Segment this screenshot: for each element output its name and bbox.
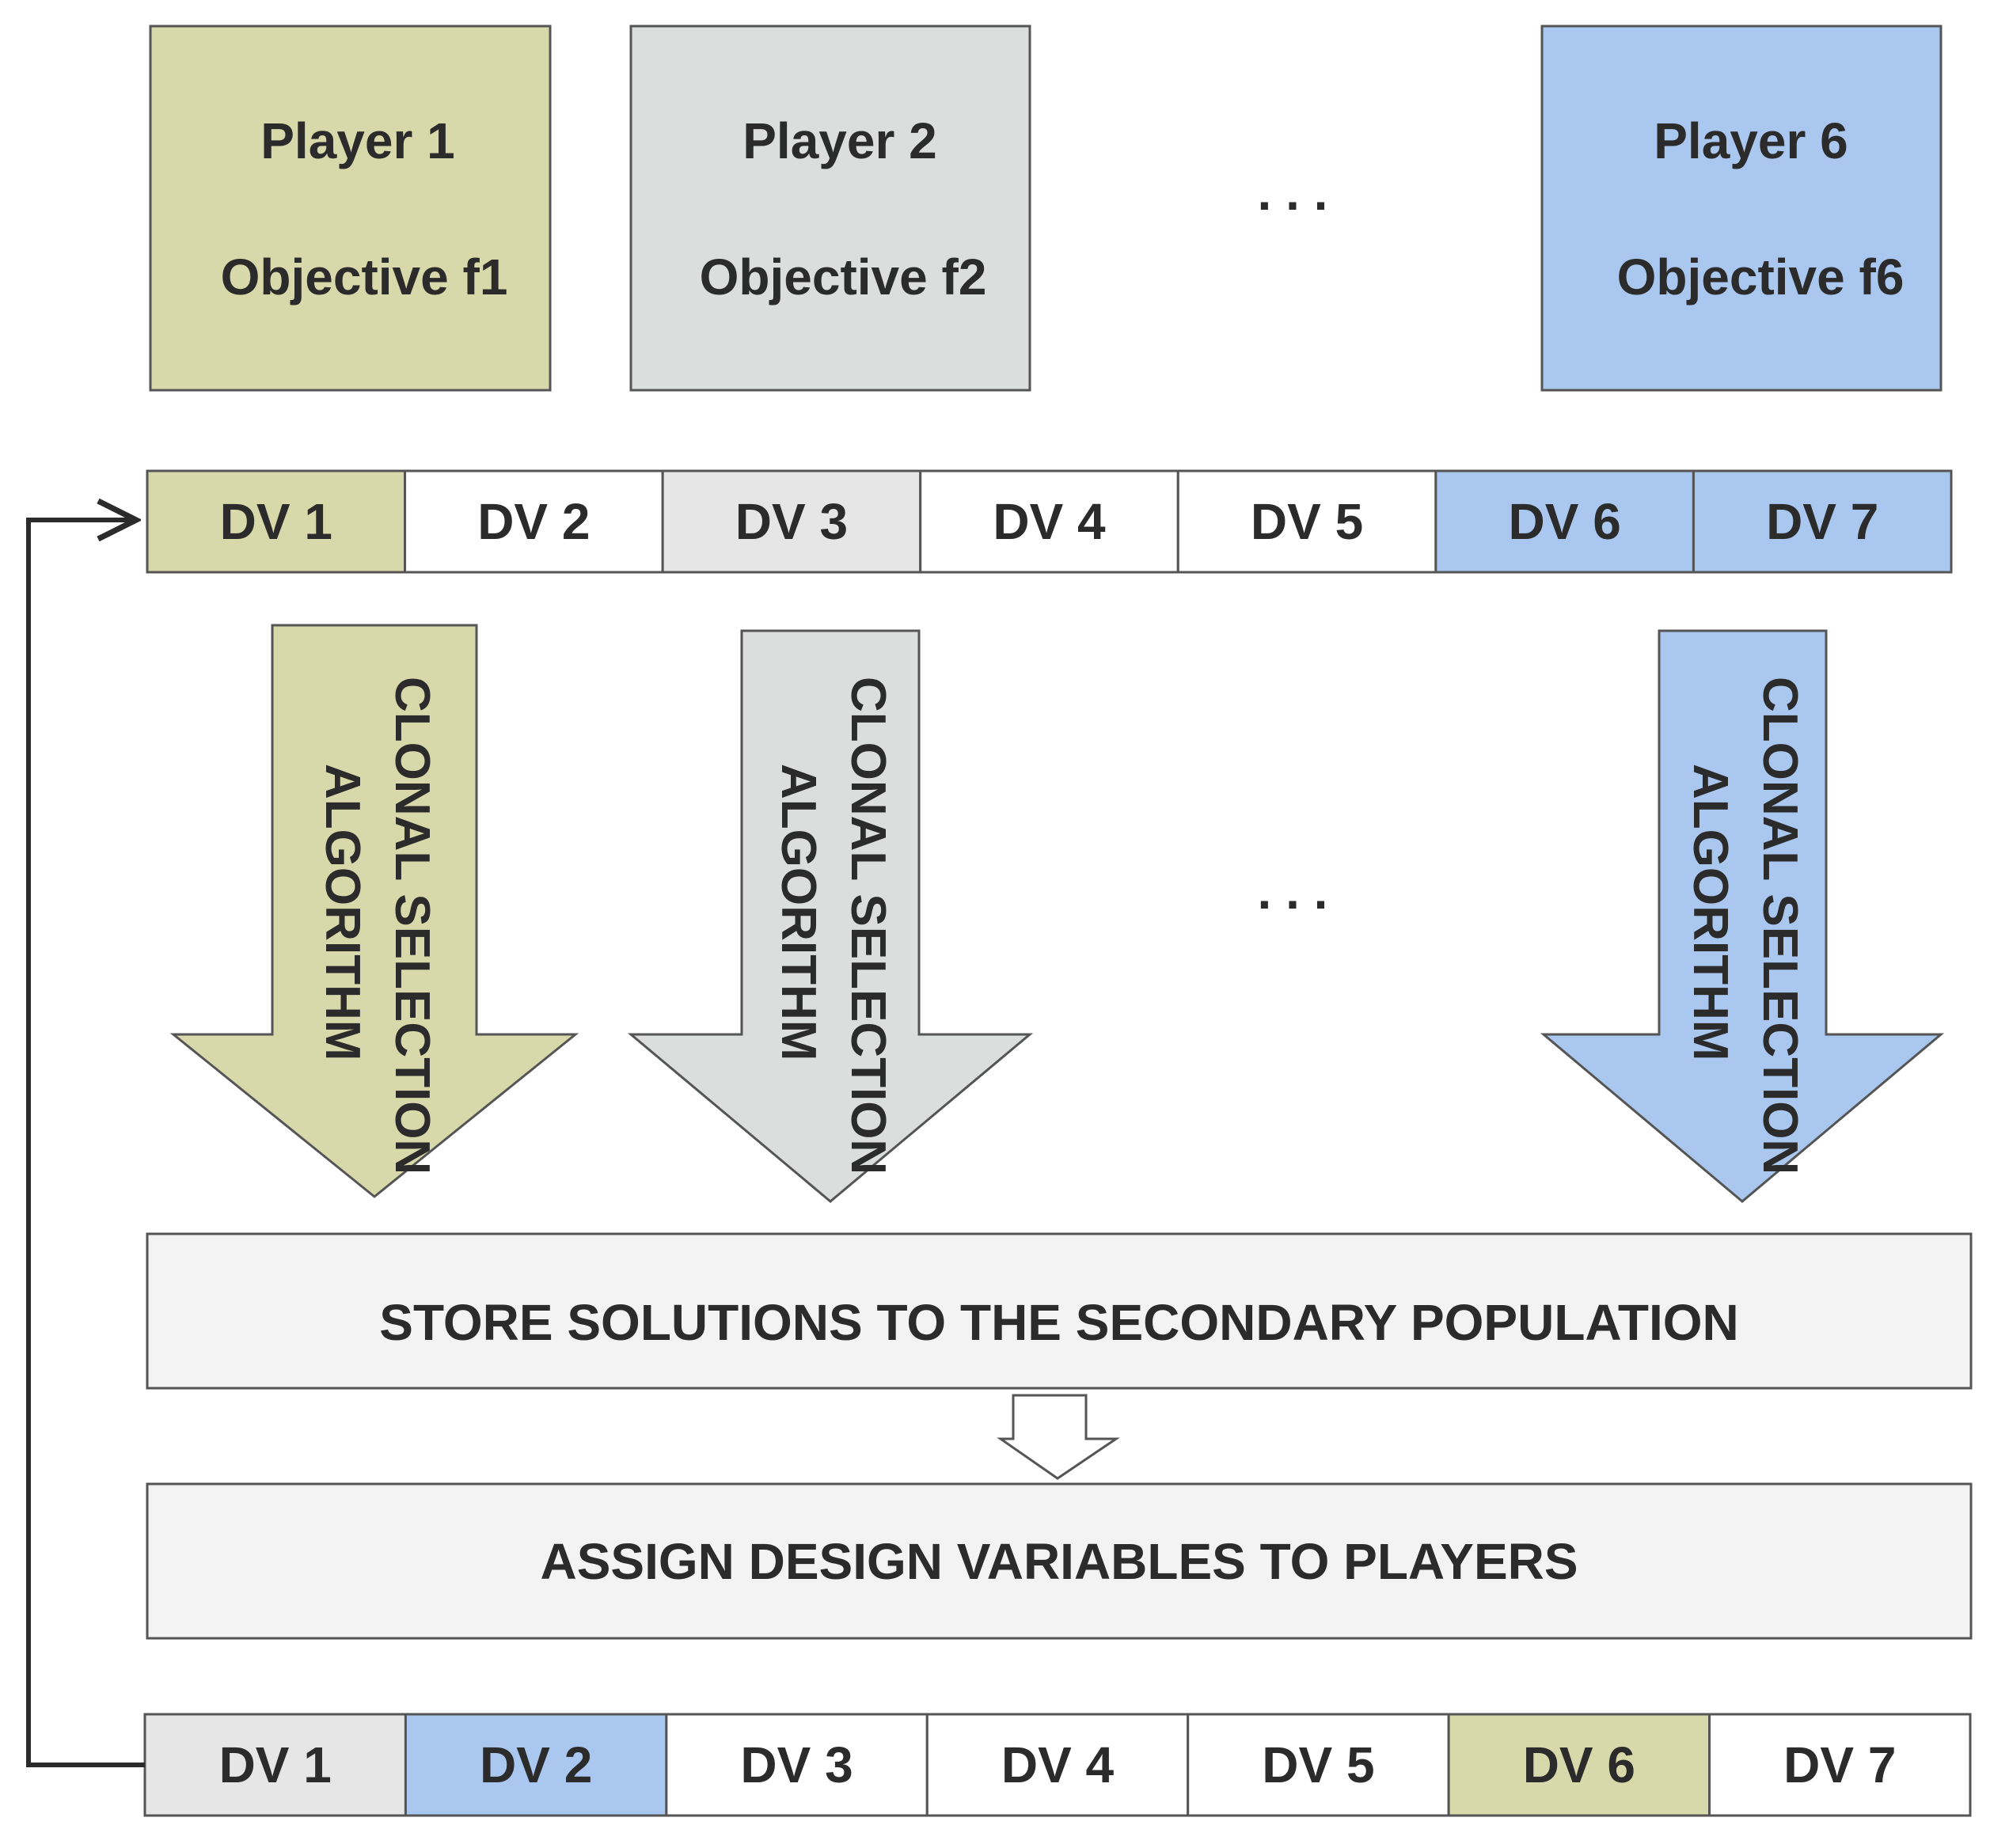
bottom-dv-cell-7-bg [1708, 1713, 1972, 1817]
cs-arrow-1: CLONAL SELECTION ALGORITHM [169, 624, 579, 1198]
top-dv-cell-2-bg [404, 469, 664, 574]
player-box-1: Player 1 Objective f1 [149, 25, 552, 392]
players-ellipsis: . . . [1258, 164, 1328, 221]
cs-arrow-2-shape [627, 629, 1034, 1203]
bottom-dv-cell-4-bg [925, 1713, 1190, 1817]
top-dv-cell-6: DV 6 [1434, 469, 1695, 574]
cs-arrow-3-line1: CLONAL SELECTION [1753, 677, 1807, 1174]
bottom-dv-cell-5-label: DV 5 [1262, 1736, 1374, 1793]
arrows-ellipsis: . . . [1258, 863, 1328, 920]
top-dv-cell-4: DV 4 [919, 469, 1179, 574]
player-box-6-bg [1540, 25, 1943, 392]
cs-arrow-3: CLONAL SELECTION ALGORITHM [1540, 629, 1945, 1203]
player-box-2-objective: Objective f2 [700, 249, 987, 305]
player-box-2-bg [629, 25, 1031, 392]
bottom-dv-cell-4: DV 4 [925, 1713, 1190, 1817]
bottom-dv-cell-3-label: DV 3 [740, 1736, 853, 1793]
bottom-dv-cell-2-label: DV 2 [480, 1736, 592, 1793]
bottom-dv-cell-6-label: DV 6 [1523, 1736, 1635, 1793]
bottom-dv-cell-1: DV 1 [143, 1713, 407, 1817]
player-box-2-label: Player 2 [742, 112, 937, 169]
player-box-1-label: Player 1 [260, 112, 455, 169]
cs-arrow-1-shape [169, 624, 579, 1198]
player-box-1-objective: Objective f1 [221, 249, 508, 305]
cs-arrow-2-line2: ALGORITHM [771, 764, 826, 1061]
top-dv-cell-5-bg [1176, 469, 1437, 574]
bottom-dv-cell-1-label: DV 1 [219, 1736, 332, 1793]
player-box-6-label: Player 6 [1654, 112, 1848, 169]
bottom-dv-cell-3: DV 3 [665, 1713, 929, 1817]
cs-arrow-3-line2: ALGORITHM [1683, 764, 1737, 1061]
bottom-dv-cell-5: DV 5 [1187, 1713, 1450, 1817]
player-box-2: Player 2 Objective f2 [629, 25, 1031, 392]
assign-variables-box-bg [146, 1482, 1973, 1640]
feedback-loop-arrow [26, 520, 145, 1767]
cs-arrow-1-line2: ALGORITHM [315, 764, 370, 1061]
assign-variables-box: ASSIGN DESIGN VARIABLES TO PLAYERS [146, 1482, 1973, 1640]
top-dv-cell-3: DV 3 [661, 469, 922, 574]
top-dv-cell-3-bg [661, 469, 922, 574]
top-dv-cell-7-bg [1692, 469, 1953, 574]
cs-arrow-1-line1: CLONAL SELECTION [385, 677, 439, 1174]
top-dv-cell-3-label: DV 3 [735, 493, 848, 550]
player-box-6-objective: Objective f6 [1617, 249, 1905, 305]
cs-arrow-1-text: CLONAL SELECTION ALGORITHM [315, 677, 439, 1188]
cs-arrow-3-text: CLONAL SELECTION ALGORITHM [1683, 677, 1807, 1188]
top-dv-cell-1-label: DV 1 [220, 493, 332, 550]
cs-arrow-2-line1: CLONAL SELECTION [841, 677, 895, 1174]
bottom-dv-cell-3-bg [665, 1713, 929, 1817]
cs-arrow-2-text: CLONAL SELECTION ALGORITHM [771, 677, 895, 1188]
store-solutions-box-bg [146, 1232, 1973, 1390]
top-dv-cell-4-label: DV 4 [993, 493, 1106, 550]
top-dv-cell-6-label: DV 6 [1509, 493, 1621, 550]
top-dv-cell-2: DV 2 [404, 469, 664, 574]
assign-variables-label: ASSIGN DESIGN VARIABLES TO PLAYERS [540, 1533, 1578, 1590]
bottom-dv-row: DV 1 DV 2 DV 3 DV 4 DV 5 DV 6 DV 7 [143, 1713, 1972, 1817]
player-box-1-bg [149, 25, 552, 392]
top-dv-cell-1-bg [146, 469, 407, 574]
connector-down-arrow [997, 1394, 1120, 1480]
top-dv-cell-6-bg [1434, 469, 1695, 574]
bottom-dv-cell-7: DV 7 [1708, 1713, 1972, 1817]
cs-arrow-3-shape [1540, 629, 1945, 1203]
store-solutions-box: STORE SOLUTIONS TO THE SECONDARY POPULAT… [146, 1232, 1973, 1390]
store-solutions-label: STORE SOLUTIONS TO THE SECONDARY POPULAT… [379, 1294, 1739, 1351]
top-dv-cell-5: DV 5 [1176, 469, 1437, 574]
bottom-dv-cell-2: DV 2 [404, 1713, 668, 1817]
bottom-dv-cell-5-bg [1187, 1713, 1450, 1817]
top-dv-cell-1: DV 1 [146, 469, 407, 574]
cs-arrow-2: CLONAL SELECTION ALGORITHM [627, 629, 1034, 1203]
player-box-6: Player 6 Objective f6 [1540, 25, 1943, 392]
top-dv-row: DV 1 DV 2 DV 3 DV 4 DV 5 DV 6 DV 7 [146, 469, 1953, 574]
top-dv-cell-7-label: DV 7 [1766, 493, 1878, 550]
bottom-dv-cell-6: DV 6 [1447, 1713, 1711, 1817]
bottom-dv-cell-4-label: DV 4 [1001, 1736, 1115, 1793]
top-dv-cell-2-label: DV 2 [477, 493, 590, 550]
top-dv-cell-7: DV 7 [1692, 469, 1953, 574]
top-dv-cell-5-label: DV 5 [1251, 493, 1363, 550]
bottom-dv-cell-7-label: DV 7 [1783, 1736, 1896, 1793]
bottom-dv-cell-6-bg [1447, 1713, 1711, 1817]
